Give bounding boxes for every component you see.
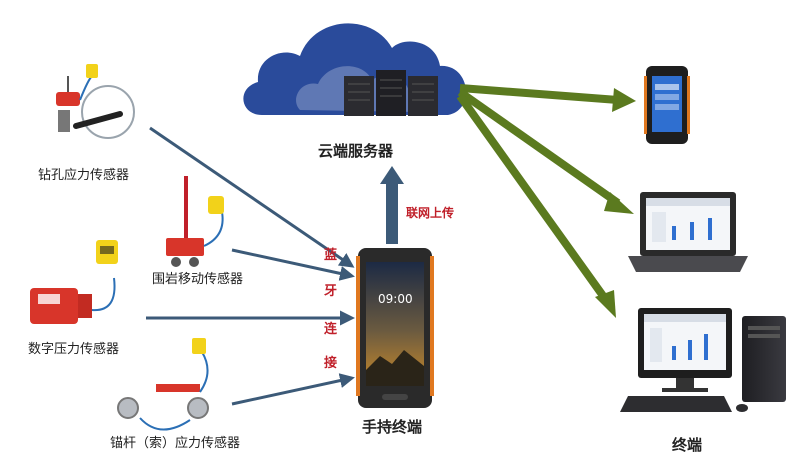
sensor-label-anchor: 锚杆（索）应力传感器 [110,436,241,451]
cloud-server-label: 云端服务器 [318,142,394,160]
rock-movement-sensor-icon [166,176,224,267]
bluetooth-links [146,126,355,406]
upload-arrow [380,166,404,244]
sensor-label-digital-pressure: 数字压力传感器 [28,342,120,357]
borehole-stress-sensor-icon [56,64,135,139]
bluetooth-char-2: 牙 [324,284,338,299]
sensor-label-borehole: 钻孔应力传感器 [38,168,130,183]
distribution-arrows [456,84,636,318]
laptop-terminal-icon [628,192,748,272]
terminal-label: 终端 [672,436,703,454]
bluetooth-char-3: 连 [324,322,338,337]
upload-label: 联网上传 [406,206,455,220]
handheld-label: 手持终端 [362,418,423,436]
cloud-server-icon [243,23,467,116]
desktop-terminal-icon [620,308,786,412]
bluetooth-char-4: 接 [324,356,338,371]
sensor-label-rock-movement: 围岩移动传感器 [152,272,244,287]
mobile-terminal-icon [644,66,690,144]
anchor-stress-sensor-icon [117,338,209,431]
handheld-screen-time: 09:00 [378,292,413,306]
digital-pressure-sensor-icon [30,240,118,324]
handheld-terminal-icon [356,248,434,408]
bluetooth-char-1: 蓝 [324,248,338,263]
